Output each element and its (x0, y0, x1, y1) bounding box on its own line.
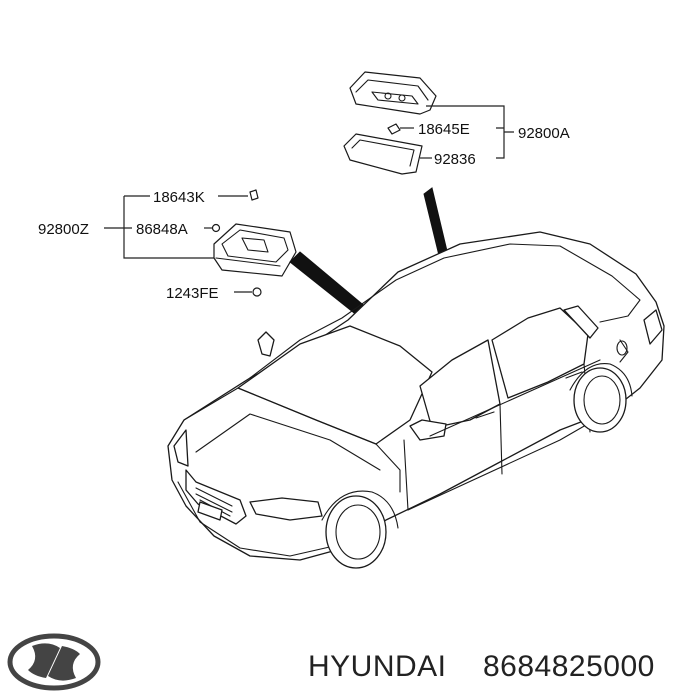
lamp-housing-92800Z (213, 223, 297, 277)
bulb-18645E (387, 123, 401, 135)
bracket-92800A (426, 105, 514, 159)
clip-86848A (211, 223, 221, 233)
label-92800A: 92800A (518, 125, 570, 142)
bulb-18643K (249, 189, 259, 201)
sedan-car-illustration (167, 231, 665, 569)
rear-room-lamp-assembly: 18645E 92800A 92836 (343, 71, 570, 175)
rear-wheel (569, 362, 633, 433)
lamp-housing-92800A (349, 71, 437, 115)
screw-1243FE (252, 287, 262, 297)
lens-92836 (343, 133, 423, 175)
hyundai-logo-icon (7, 633, 101, 691)
part-number: 8684825000 (483, 650, 655, 683)
label-18645E: 18645E (418, 121, 470, 138)
bracket-92800Z (104, 195, 268, 259)
brand-name: HYUNDAI (308, 650, 447, 683)
label-92800Z: 92800Z (38, 221, 89, 238)
label-86848A: 86848A (136, 221, 188, 238)
label-92836: 92836 (434, 151, 476, 168)
label-1243FE: 1243FE (166, 285, 219, 302)
front-wheel (321, 490, 399, 569)
front-map-lamp-assembly: 18643K 92800Z 86848A 1243FE (38, 189, 297, 302)
label-18643K: 18643K (153, 189, 205, 206)
